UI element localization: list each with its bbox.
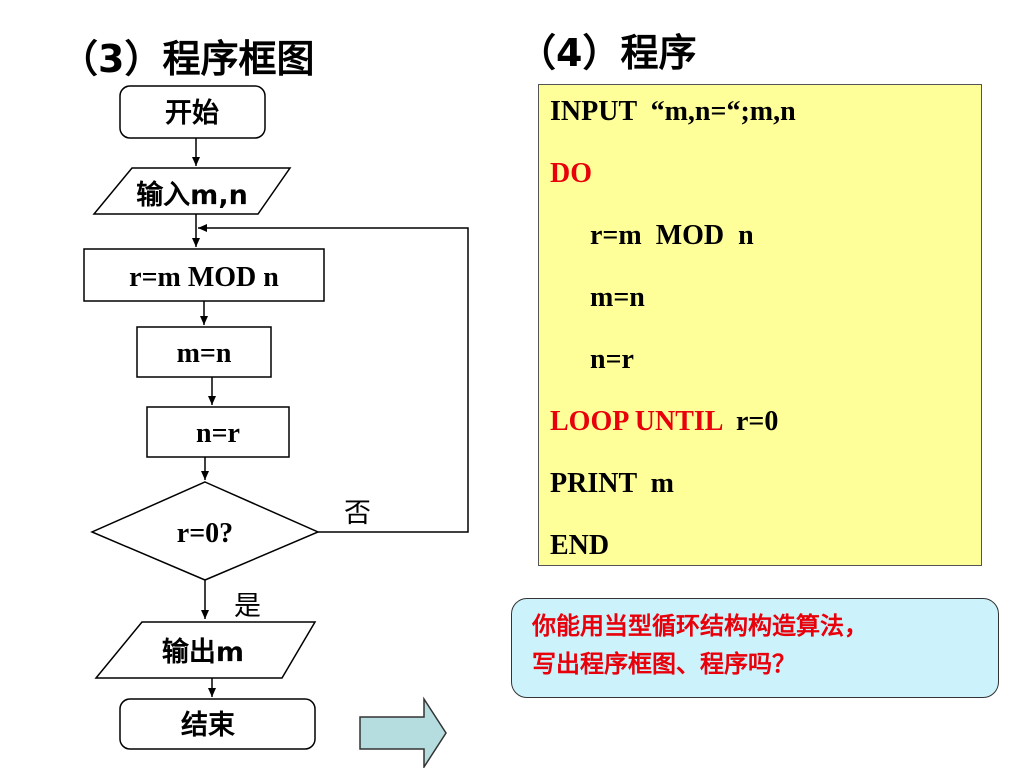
program-heading: （4）程序	[518, 31, 697, 75]
decision-diamond: r=0?	[90, 481, 320, 581]
code-line-loop-until: LOOP UNTIL r=0	[550, 406, 779, 437]
start-terminal: 开始	[119, 85, 266, 139]
question-line-2: 写出程序框图、程序吗？	[532, 650, 796, 678]
decision-label: r=0?	[177, 518, 233, 549]
no-label: 否	[344, 498, 371, 529]
end-terminal: 结束	[119, 698, 316, 750]
input-box: 输入m,n	[92, 167, 292, 215]
question-line-1: 你能用当型循环结构构造算法，	[532, 612, 868, 640]
code-line-mod: r=m MOD n	[590, 220, 754, 251]
assign-n-box: n=r	[146, 406, 290, 458]
code-line-input: INPUT “m,n=“;m,n	[550, 96, 796, 127]
code-line-assign-m: m=n	[590, 282, 645, 313]
question-callout: 你能用当型循环结构构造算法， 写出程序框图、程序吗？	[511, 598, 999, 698]
assign-m-label: m=n	[177, 338, 232, 369]
flowchart-heading: （3）程序框图	[60, 37, 315, 81]
output-box: 输出m	[94, 621, 317, 679]
end-label: 结束	[181, 710, 235, 741]
assign-m-box: m=n	[136, 326, 272, 378]
assign-n-label: n=r	[196, 418, 240, 449]
right-arrow-icon[interactable]	[359, 696, 447, 768]
code-line-print: PRINT m	[550, 468, 674, 499]
code-line-do: DO	[550, 158, 592, 189]
program-code-box: INPUT “m,n=“;m,n DO r=m MOD n m=n n=r LO…	[538, 84, 982, 566]
input-label: 输入m,n	[136, 179, 248, 211]
yes-label: 是	[234, 591, 261, 622]
code-line-assign-n: n=r	[590, 344, 634, 375]
mod-process-label: r=m MOD n	[129, 262, 279, 293]
output-label: 输出m	[162, 636, 244, 668]
loop-back-arrow	[198, 224, 469, 533]
start-label: 开始	[165, 97, 219, 129]
code-line-end: END	[550, 530, 610, 561]
mod-process-box: r=m MOD n	[83, 248, 325, 302]
